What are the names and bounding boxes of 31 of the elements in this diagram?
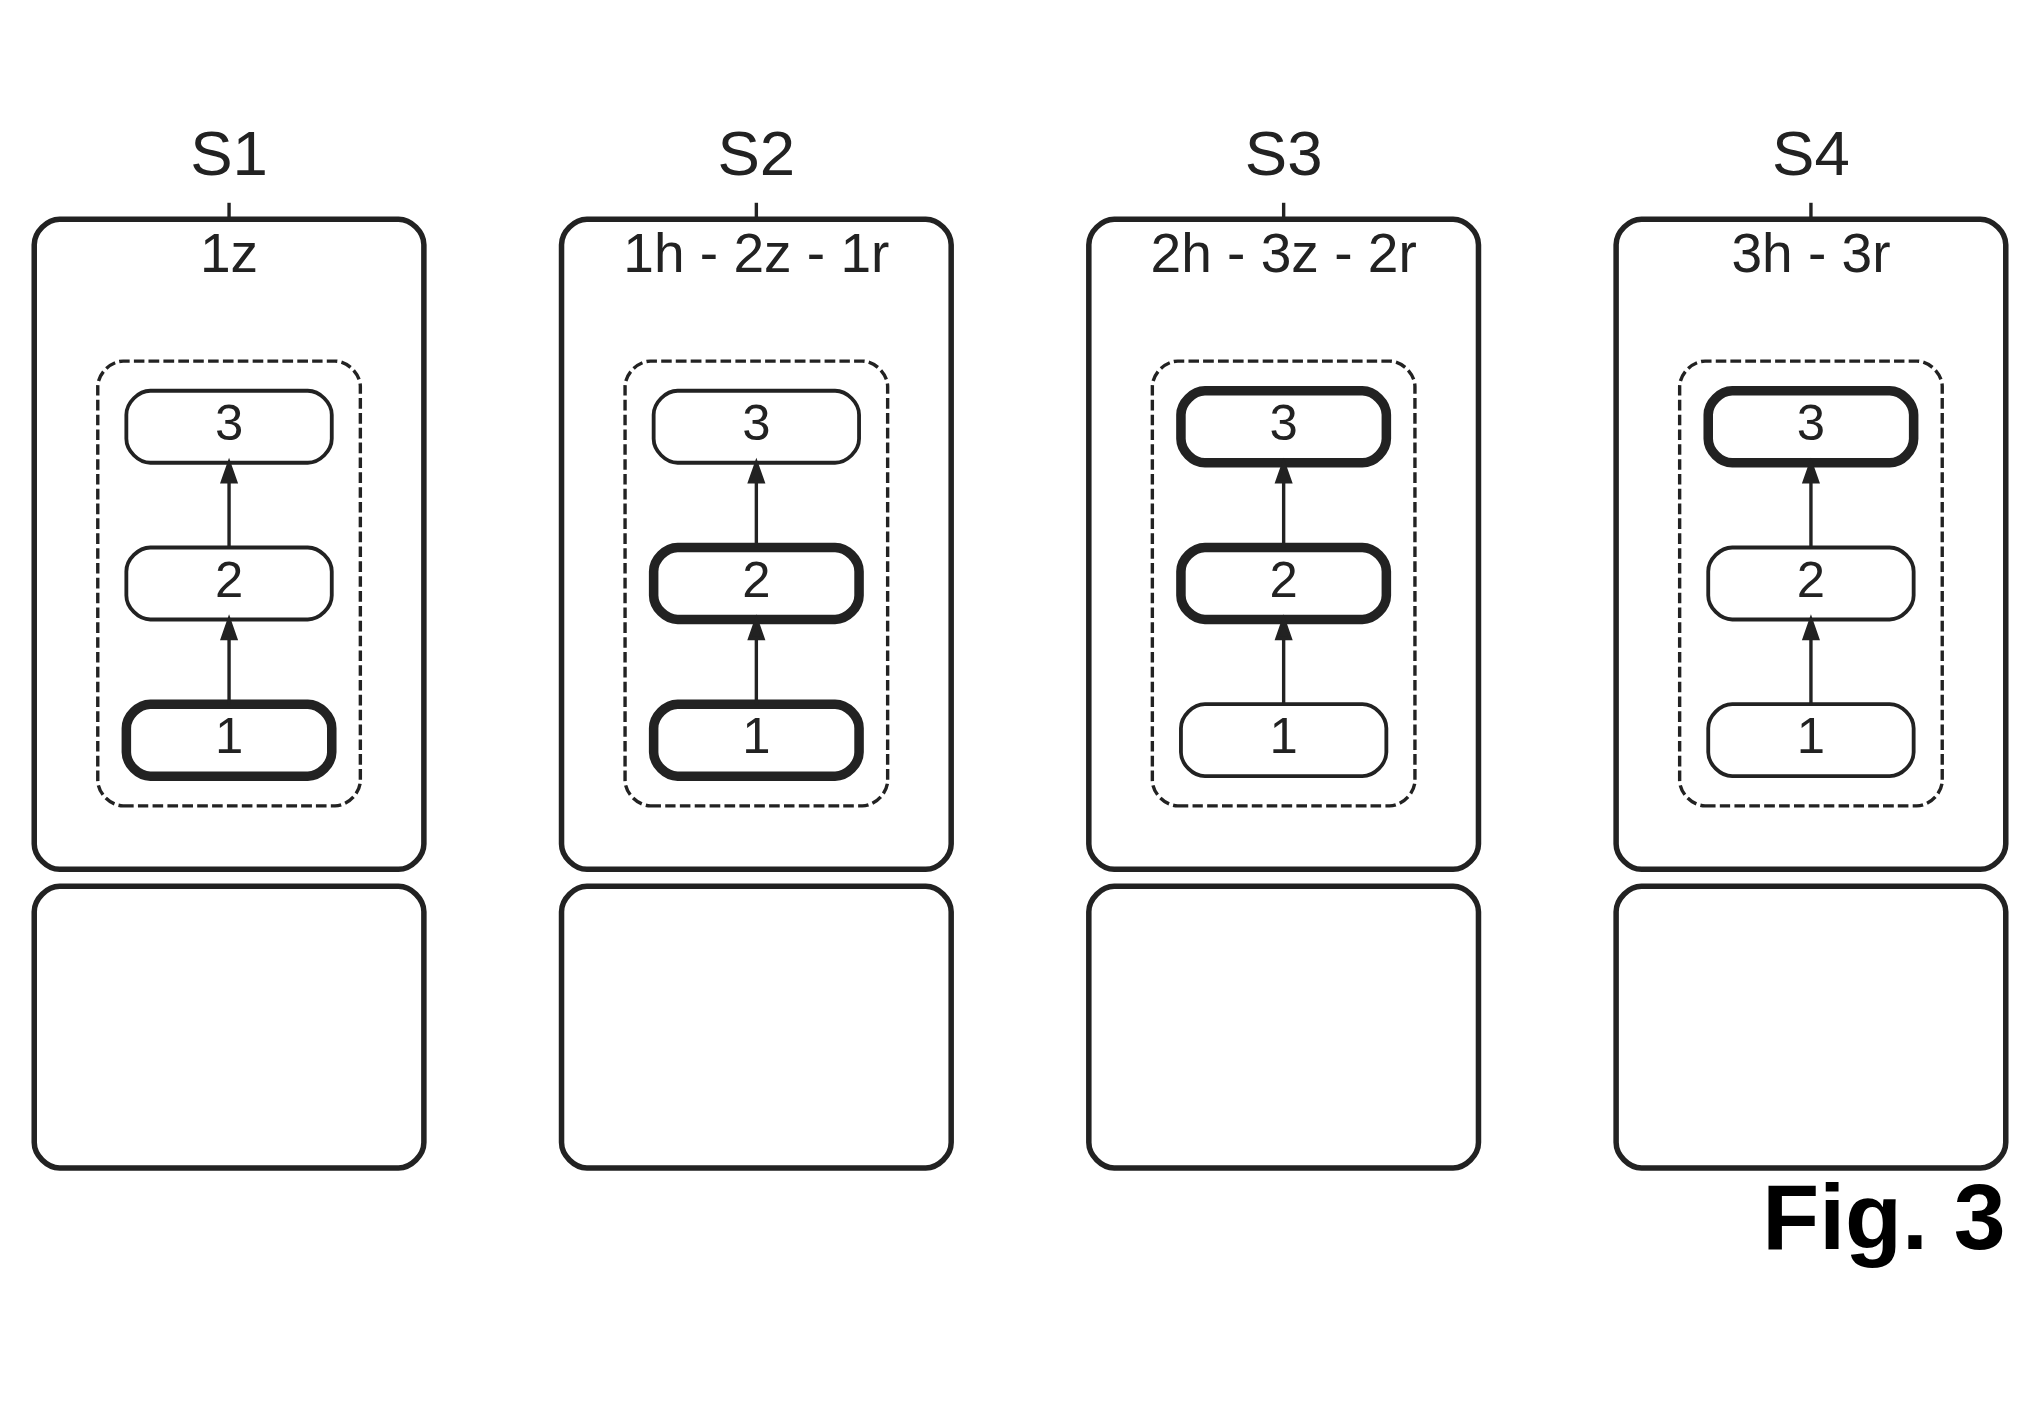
node-text: S2 <box>717 116 796 188</box>
node-box <box>31 883 427 1171</box>
node-box: 2 <box>648 542 864 624</box>
node-text: S1 <box>190 116 268 188</box>
cluster <box>96 358 363 807</box>
node-box: 3 <box>1176 385 1392 468</box>
node-box: 2 <box>1176 542 1392 624</box>
node-box: 2 <box>124 545 334 621</box>
node-box: 2 <box>1706 545 1916 621</box>
node-box <box>558 883 954 1171</box>
cluster <box>623 358 890 807</box>
node-box: 1 <box>1179 701 1389 778</box>
node-box: 3 <box>124 388 334 465</box>
arrow <box>1801 613 1820 704</box>
arrow <box>1274 613 1293 704</box>
node-text: S4 <box>1772 116 1850 188</box>
cluster <box>1677 358 1944 807</box>
cluster <box>1150 358 1417 807</box>
arrow <box>220 457 239 547</box>
node-box: 1 <box>121 698 337 781</box>
connector <box>1809 202 1813 219</box>
node-box <box>1613 883 2009 1171</box>
node-box <box>1086 883 1482 1171</box>
node-box: 3 <box>651 388 861 465</box>
arrow <box>1801 457 1820 547</box>
node-box: 1 <box>1706 701 1916 778</box>
caption: Fig. 3 <box>1762 1164 2006 1269</box>
node-box: 3 <box>1703 385 1919 468</box>
node-box: 1 <box>648 698 864 781</box>
connector <box>227 202 231 219</box>
node-text: S3 <box>1244 116 1323 188</box>
